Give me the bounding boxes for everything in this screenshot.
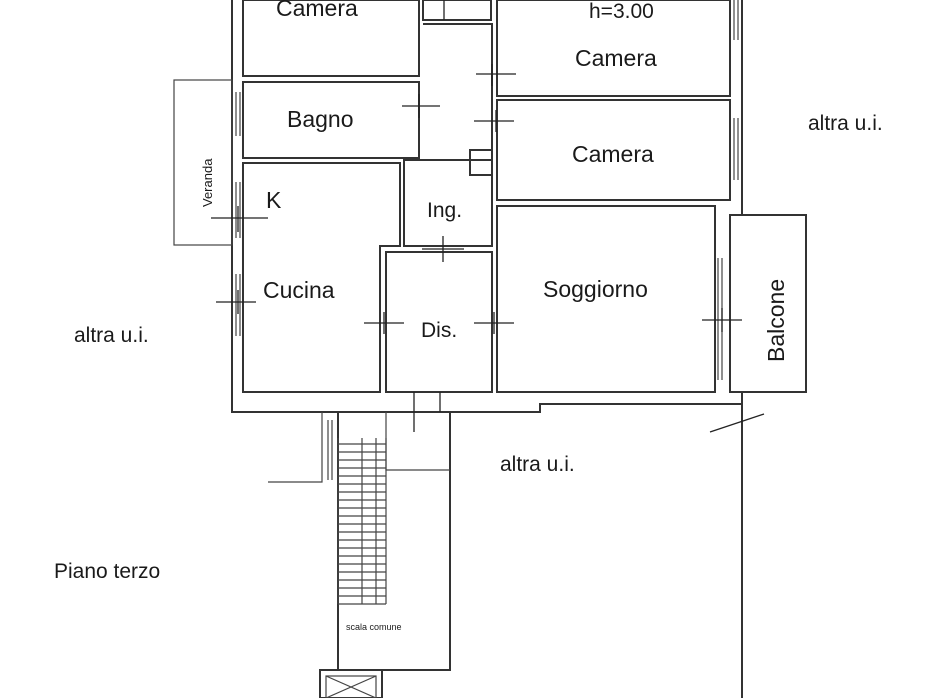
label-ingresso: Ing. [427, 199, 462, 222]
walls [173, 0, 807, 698]
label-camera-top-right: Camera [575, 45, 657, 71]
label-disimpegno: Dis. [421, 319, 457, 342]
label-bagno: Bagno [287, 106, 354, 132]
label-cucina: Cucina [263, 277, 335, 303]
windows [235, 0, 739, 480]
label-altra-ui-bottom: altra u.i. [500, 453, 575, 476]
label-kitchen-tag: K [266, 187, 282, 213]
label-piano-terzo: Piano terzo [54, 560, 160, 583]
label-scala-comune: scala comune [346, 622, 402, 632]
label-camera-top-left: Camera [276, 0, 358, 21]
stair-treads [337, 438, 387, 604]
label-altra-ui-left: altra u.i. [74, 324, 149, 347]
label-altra-ui-right: altra u.i. [808, 112, 883, 135]
label-soggiorno: Soggiorno [543, 276, 648, 302]
label-balcone: Balcone [763, 279, 789, 362]
door-marks [211, 0, 742, 432]
label-camera-mid: Camera [572, 141, 654, 167]
label-ceiling-height: h=3.00 [589, 0, 654, 23]
label-veranda: Veranda [200, 158, 215, 207]
